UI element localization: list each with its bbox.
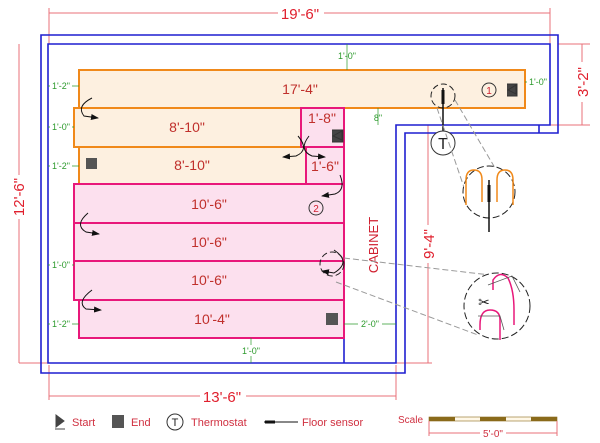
inner-wall xyxy=(47,43,551,364)
scissors-icon: ✂ xyxy=(478,294,490,310)
dim-right-height: 3'-2" xyxy=(550,43,592,126)
dim-lower-width: 13'-6" xyxy=(48,365,397,406)
svg-text:1'-2": 1'-2" xyxy=(52,319,70,329)
start-icon xyxy=(331,129,344,143)
thermostat-icon: T xyxy=(430,130,456,156)
thermostat-icon xyxy=(166,413,184,431)
svg-text:19'-6": 19'-6" xyxy=(281,6,319,23)
run-label: 8'-10" xyxy=(169,119,205,135)
svg-text:1'-0": 1'-0" xyxy=(52,260,70,270)
svg-text:2'-0": 2'-0" xyxy=(361,319,379,329)
zone-2-marker: 2 xyxy=(308,200,324,216)
start-icon xyxy=(55,414,65,430)
end-icon xyxy=(326,313,338,325)
clearance-labels: 1'-0" 1'-2" 1'-0" 1'-2" 1'-0" 8" 1'-0" 1… xyxy=(48,44,550,363)
legend-floor-sensor: Floor sensor xyxy=(302,417,363,429)
svg-text:1'-2": 1'-2" xyxy=(52,81,70,91)
run-label: 1'-8" xyxy=(308,110,336,126)
scale-label: Scale xyxy=(398,415,423,426)
svg-text:1'-2": 1'-2" xyxy=(52,161,70,171)
svg-text:8": 8" xyxy=(374,113,382,123)
svg-text:5'-0": 5'-0" xyxy=(483,429,503,440)
outer-wall xyxy=(40,34,559,374)
cabinet-label: CABINET xyxy=(366,217,381,273)
end-icon xyxy=(86,158,97,169)
cable-detail-zone1 xyxy=(462,165,516,232)
run-2 xyxy=(73,107,302,148)
dim-total-width: 19'-6" xyxy=(48,4,551,44)
legend-end: End xyxy=(131,417,151,429)
run-label: 10'-6" xyxy=(191,272,227,288)
zone-1-marker: 1 xyxy=(481,82,497,98)
run-1 xyxy=(78,69,526,109)
svg-text:1'-0": 1'-0" xyxy=(242,346,260,356)
run-7 xyxy=(73,222,345,262)
scale-bar: 5'-0" xyxy=(428,416,558,440)
svg-text:9'-4": 9'-4" xyxy=(421,229,438,259)
run-label: 10'-6" xyxy=(191,196,227,212)
svg-text:1'-0": 1'-0" xyxy=(338,51,356,61)
run-label: 1'-6" xyxy=(311,158,339,174)
svg-text:3'-2": 3'-2" xyxy=(575,67,592,97)
dim-lower-height: 9'-4" xyxy=(396,125,438,364)
end-icon xyxy=(112,415,124,428)
start-icon xyxy=(506,83,518,97)
svg-text:2: 2 xyxy=(313,204,319,215)
floor-sensor xyxy=(430,83,456,131)
svg-text:T: T xyxy=(172,417,179,429)
cable-detail-zone2: ✂ xyxy=(463,272,531,340)
run-label: 17'-4" xyxy=(282,81,318,97)
svg-text:1: 1 xyxy=(486,86,492,97)
dim-total-height: 12'-6" xyxy=(10,44,48,364)
run-6 xyxy=(73,183,345,224)
run-label: 10'-4" xyxy=(194,311,230,327)
svg-text:1'-0": 1'-0" xyxy=(529,77,547,87)
svg-text:T: T xyxy=(438,136,448,153)
run-label: 10'-6" xyxy=(191,234,227,250)
legend: Start End T Thermostat Floor sensor Scal… xyxy=(55,413,558,440)
run-9 xyxy=(78,299,345,339)
turn-arrows xyxy=(80,97,344,313)
svg-text:13'-6": 13'-6" xyxy=(203,389,241,406)
svg-text:12'-6": 12'-6" xyxy=(11,178,28,216)
run-label: 8'-10" xyxy=(174,157,210,173)
legend-start: Start xyxy=(72,417,95,429)
run-3 xyxy=(78,146,307,185)
svg-text:1'-0": 1'-0" xyxy=(52,122,70,132)
legend-thermostat: Thermostat xyxy=(191,417,247,429)
